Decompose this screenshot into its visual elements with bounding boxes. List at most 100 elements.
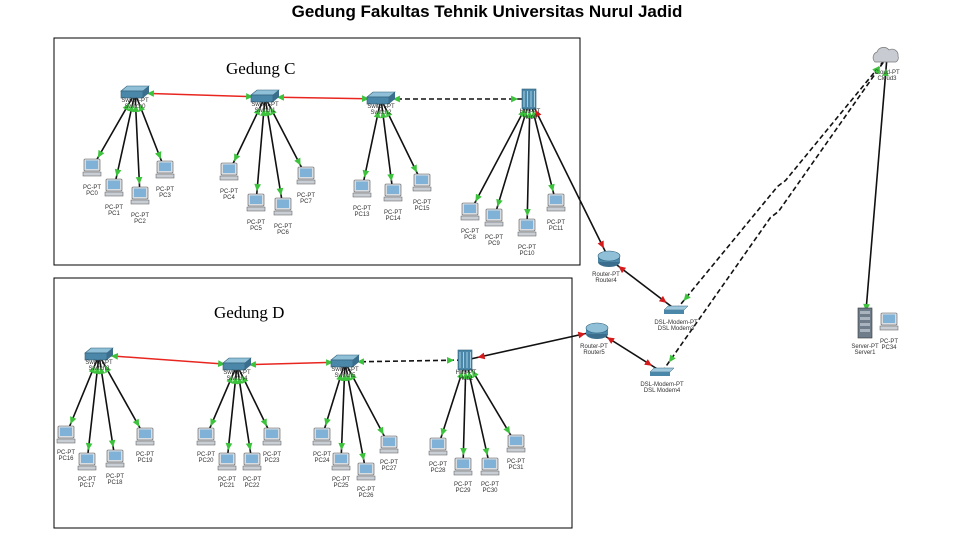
link-modem4-cloud-marker-end [873, 66, 881, 75]
link-sw-d2-pc25-marker-end [338, 442, 346, 451]
monitor-screen [316, 429, 328, 438]
link-hub-d-router5-marker-end [577, 331, 586, 339]
gedung-d-frame [53, 277, 573, 529]
switch-side [389, 92, 395, 104]
gedung-c-frame [53, 37, 581, 266]
pc-base [879, 325, 899, 331]
device-name-label: PC3 [159, 193, 171, 199]
switch-side [245, 358, 251, 370]
link-hub-d-pc29-marker-end [460, 448, 467, 456]
device-name-label: PC28 [430, 468, 446, 474]
link-sw-c1-sw-c2-marker-start [276, 94, 284, 101]
device-name-label: Switch3 [88, 366, 110, 372]
device-name-label: PC9 [488, 241, 500, 247]
monitor-screen [86, 160, 98, 169]
pc-base [296, 179, 316, 185]
monitor-screen [521, 220, 533, 229]
link-hub-d-pc30-marker-end [482, 447, 490, 456]
link-cloud-server-marker-end [863, 303, 870, 312]
monitor-screen [81, 454, 93, 463]
link-sw-c0-pc3-marker-start [138, 104, 145, 112]
device-name-label: DSL Modem3 [658, 326, 695, 332]
pc-base [196, 440, 216, 446]
switch-front [366, 96, 390, 105]
gedung-c-label: Gedung C [226, 59, 295, 78]
device-type-label: PC-PT [353, 206, 371, 212]
device-name-label: Switch1 [254, 108, 276, 114]
pc-base [356, 475, 376, 481]
device-type-label: PC-PT [461, 229, 479, 235]
link-sw-c0-pc0-marker-start [122, 103, 130, 112]
device-type-label: Hub-PT [520, 109, 541, 115]
switch-front [120, 90, 144, 99]
device-name-label: PC4 [223, 195, 235, 201]
switch-side [143, 86, 149, 98]
link-hub-d-pc31-marker-start [472, 370, 479, 378]
link-sw-c2-pc14-marker-end [387, 173, 394, 182]
link-sw-c0-pc3-marker-end [155, 151, 162, 159]
device-name-label: PC11 [549, 226, 564, 232]
device-name-label: PC22 [244, 483, 260, 489]
device-type-label: Switch-PT [223, 370, 251, 376]
link-sw-c0-sw-c1-marker-start [146, 90, 154, 97]
server-bay [860, 311, 870, 314]
link-sw-c1-pc5-marker-start [260, 108, 267, 117]
pc-base [428, 450, 448, 456]
device-type-label: PC-PT [297, 193, 315, 199]
link-sw-c0-sw-c1 [134, 92, 266, 98]
link-sw-c1-sw-c2-marker-end [362, 95, 370, 102]
device-type-label: PC-PT [384, 210, 402, 216]
switch-side [107, 348, 113, 360]
link-sw-c1-pc6-marker-start [264, 108, 272, 117]
device-type-label: PC-PT [429, 462, 447, 468]
server-bay [860, 317, 870, 320]
device-name-label: PC15 [414, 206, 430, 212]
